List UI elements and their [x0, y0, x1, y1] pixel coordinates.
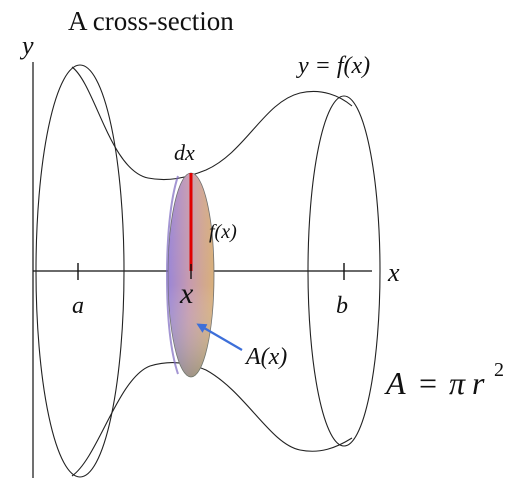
diagram-title: A cross-section — [68, 6, 234, 36]
formula-equals: = — [419, 365, 437, 401]
lower-profile-curve — [71, 361, 353, 477]
formula-pi: π — [449, 365, 466, 401]
upper-profile-curve — [71, 66, 353, 181]
y-axis-label: y — [19, 31, 34, 60]
x-axis-label: x — [387, 258, 400, 287]
formula-exponent: 2 — [494, 359, 504, 381]
thickness-label: dx — [174, 140, 195, 165]
radius-label: f(x) — [209, 221, 237, 243]
label-a: a — [72, 293, 84, 319]
area-arrow — [196, 323, 243, 351]
left-end-ellipse — [35, 64, 125, 478]
label-b: b — [336, 293, 348, 319]
formula-lhs: A — [384, 365, 406, 401]
area-formula: A = π r 2 — [384, 359, 504, 401]
formula-r: r — [472, 365, 485, 401]
area-label: A(x) — [244, 344, 287, 370]
right-end-ellipse — [307, 95, 381, 447]
label-x: x — [179, 277, 194, 310]
curve-label: y = f(x) — [296, 53, 370, 79]
